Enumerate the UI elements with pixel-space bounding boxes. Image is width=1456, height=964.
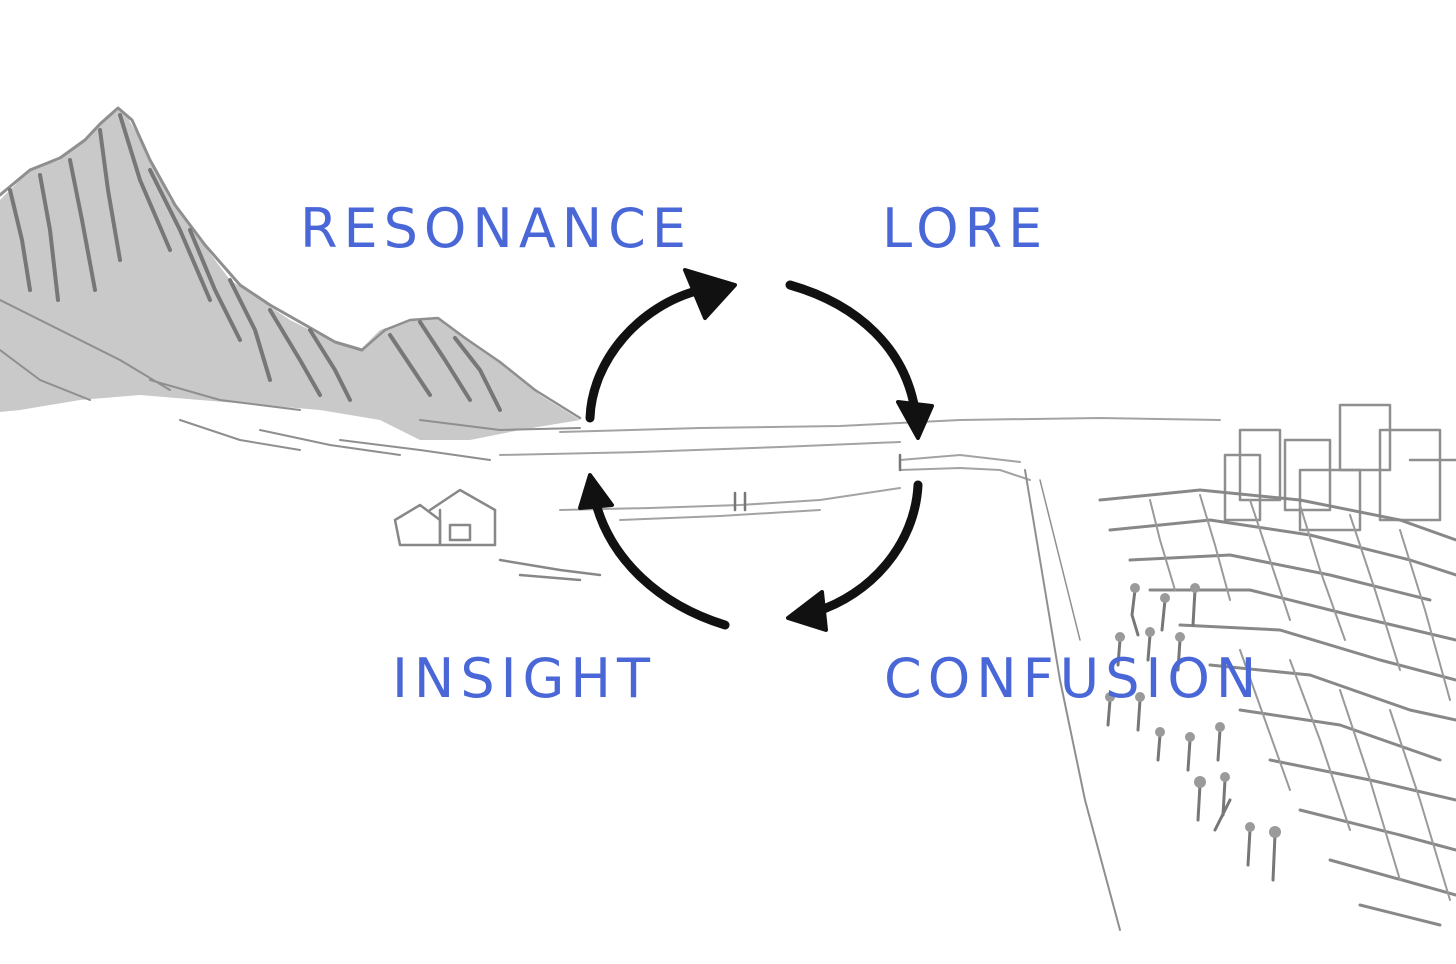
cycle-arrows: [580, 270, 932, 630]
arrow-confusion-to-insight: [580, 475, 725, 625]
label-insight: INSIGHT: [392, 652, 656, 706]
label-resonance: RESONANCE: [300, 202, 692, 256]
arrow-insight-to-resonance: [590, 270, 735, 418]
mountain-landscape-sketch: [0, 108, 1220, 580]
label-lore: LORE: [882, 202, 1048, 256]
label-confusion: CONFUSION: [884, 652, 1262, 706]
arrow-resonance-to-lore: [790, 285, 932, 438]
arrow-lore-to-confusion: [788, 485, 918, 630]
